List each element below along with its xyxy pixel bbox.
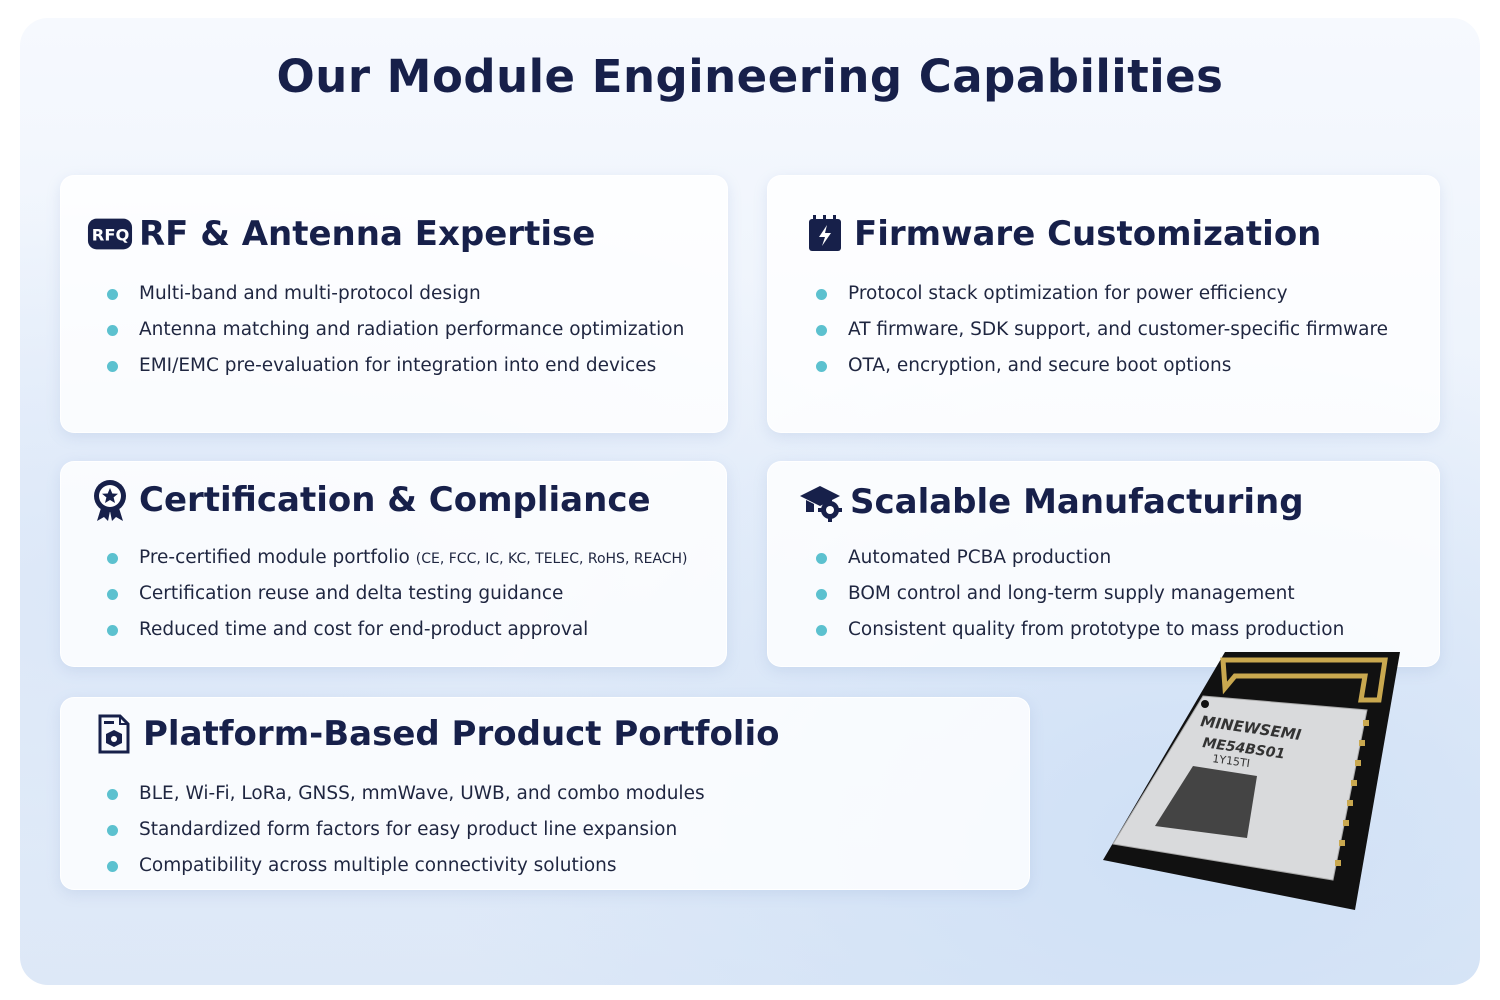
list-item: BLE, Wi-Fi, LoRa, GNSS, mmWave, UWB, and…: [107, 782, 705, 818]
list-item: OTA, encryption, and secure boot options: [816, 354, 1388, 390]
list-item: BOM control and long-term supply managem…: [816, 582, 1344, 618]
card-title: Certification & Compliance: [139, 480, 651, 520]
card-product-portfolio: Platform-Based Product Portfolio BLE, Wi…: [60, 697, 1030, 890]
card-rf-antenna: RFQ RF & Antenna Expertise Multi-band an…: [60, 175, 728, 433]
antenna-trace: [1220, 657, 1388, 703]
list-item: Automated PCBA production: [816, 546, 1344, 582]
card-certification: Certification & Compliance Pre-certified…: [60, 461, 727, 667]
list-item: Multi-band and multi-protocol design: [107, 282, 684, 318]
manufacturing-gear-icon: [798, 482, 844, 522]
item-text: Pre-certified module portfolio: [139, 547, 410, 568]
card-manufacturing: Scalable Manufacturing Automated PCBA pr…: [767, 461, 1440, 667]
qr-code: [1155, 766, 1257, 838]
list-item: Protocol stack optimization for power ef…: [816, 282, 1388, 318]
list-item: Consistent quality from prototype to mas…: [816, 618, 1344, 654]
module-pins: [1335, 720, 1369, 866]
list-item: EMI/EMC pre-evaluation for integration i…: [107, 354, 684, 390]
module-code: 1Y15TI: [1212, 752, 1251, 770]
product-document-icon: [91, 714, 137, 754]
firmware-chip-icon: [802, 214, 848, 254]
list-item: AT firmware, SDK support, and customer-s…: [816, 318, 1388, 354]
card-title: Firmware Customization: [854, 214, 1322, 254]
card-title: RF & Antenna Expertise: [139, 214, 596, 254]
list-item: Reduced time and cost for end-product ap…: [107, 618, 688, 654]
certification-badge-icon: [87, 480, 133, 521]
list-item: Antenna matching and radiation performan…: [107, 318, 684, 354]
list-item: Compatibility across multiple connectivi…: [107, 854, 705, 890]
list-item: Pre-certified module portfolio (CE, FCC,…: [107, 546, 688, 582]
list-item: Certification reuse and delta testing gu…: [107, 582, 688, 618]
card-title: Platform-Based Product Portfolio: [143, 714, 780, 754]
module-product-image: MINEWSEMI ME54BS01 1Y15TI: [1103, 652, 1400, 910]
list-item: Standardized form factors for easy produ…: [107, 818, 705, 854]
certification-list-note: (CE, FCC, IC, KC, TELEC, RoHS, REACH): [415, 551, 688, 567]
page-title: Our Module Engineering Capabilities: [276, 50, 1224, 103]
card-title: Scalable Manufacturing: [850, 482, 1304, 522]
card-firmware: Firmware Customization Protocol stack op…: [767, 175, 1440, 433]
rf-antenna-icon: RFQ: [87, 214, 133, 254]
svg-text:RFQ: RFQ: [92, 226, 130, 245]
